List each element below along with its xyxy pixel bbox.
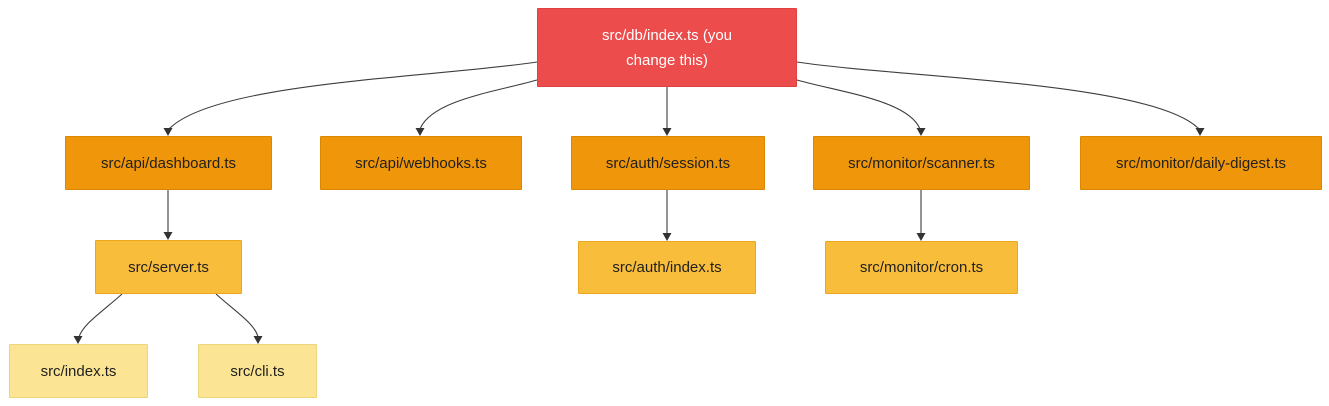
arrowhead — [163, 232, 173, 240]
edge-db-to-daily — [796, 61, 1200, 130]
node-src-auth-session: src/auth/session.ts — [571, 136, 765, 190]
node-label: src/monitor/daily-digest.ts — [1115, 154, 1287, 172]
node-src-server: src/server.ts — [95, 240, 242, 294]
edge-db-to-dashboard — [168, 61, 538, 130]
node-label: src/db/index.ts (you change this) — [601, 26, 733, 69]
node-label: src/monitor/scanner.ts — [848, 154, 995, 172]
edge-db-to-scanner — [796, 79, 921, 130]
node-label: src/server.ts — [128, 258, 209, 276]
node-src-index: src/index.ts — [9, 344, 148, 398]
arrowhead — [662, 128, 672, 136]
edge-server-to-index — [78, 293, 123, 338]
node-label: src/auth/session.ts — [605, 154, 731, 172]
arrowhead — [1195, 128, 1205, 136]
node-label: src/auth/index.ts — [612, 259, 722, 276]
arrowhead — [916, 233, 926, 241]
node-src-db-index: src/db/index.ts (you change this) — [537, 8, 797, 87]
node-label: src/cli.ts — [230, 362, 285, 380]
node-label: src/api/webhooks.ts — [355, 154, 487, 172]
node-label: src/api/dashboard.ts — [100, 154, 237, 172]
arrowhead — [163, 128, 173, 136]
edge-db-to-webhooks — [419, 79, 538, 130]
node-src-api-dashboard: src/api/dashboard.ts — [65, 136, 272, 190]
arrowhead — [662, 233, 672, 241]
arrowhead — [73, 336, 83, 344]
node-label: src/monitor/cron.ts — [859, 259, 984, 276]
arrowhead — [253, 336, 263, 344]
node-src-auth-index: src/auth/index.ts — [578, 241, 756, 294]
node-src-monitor-daily-digest: src/monitor/daily-digest.ts — [1080, 136, 1322, 190]
node-src-monitor-scanner: src/monitor/scanner.ts — [813, 136, 1030, 190]
node-src-cli: src/cli.ts — [198, 344, 317, 398]
node-src-monitor-cron: src/monitor/cron.ts — [825, 241, 1018, 294]
arrowhead — [916, 128, 926, 136]
arrowhead — [415, 128, 425, 136]
node-src-api-webhooks: src/api/webhooks.ts — [320, 136, 522, 190]
node-label: src/index.ts — [40, 362, 117, 380]
edge-server-to-cli — [215, 293, 259, 338]
